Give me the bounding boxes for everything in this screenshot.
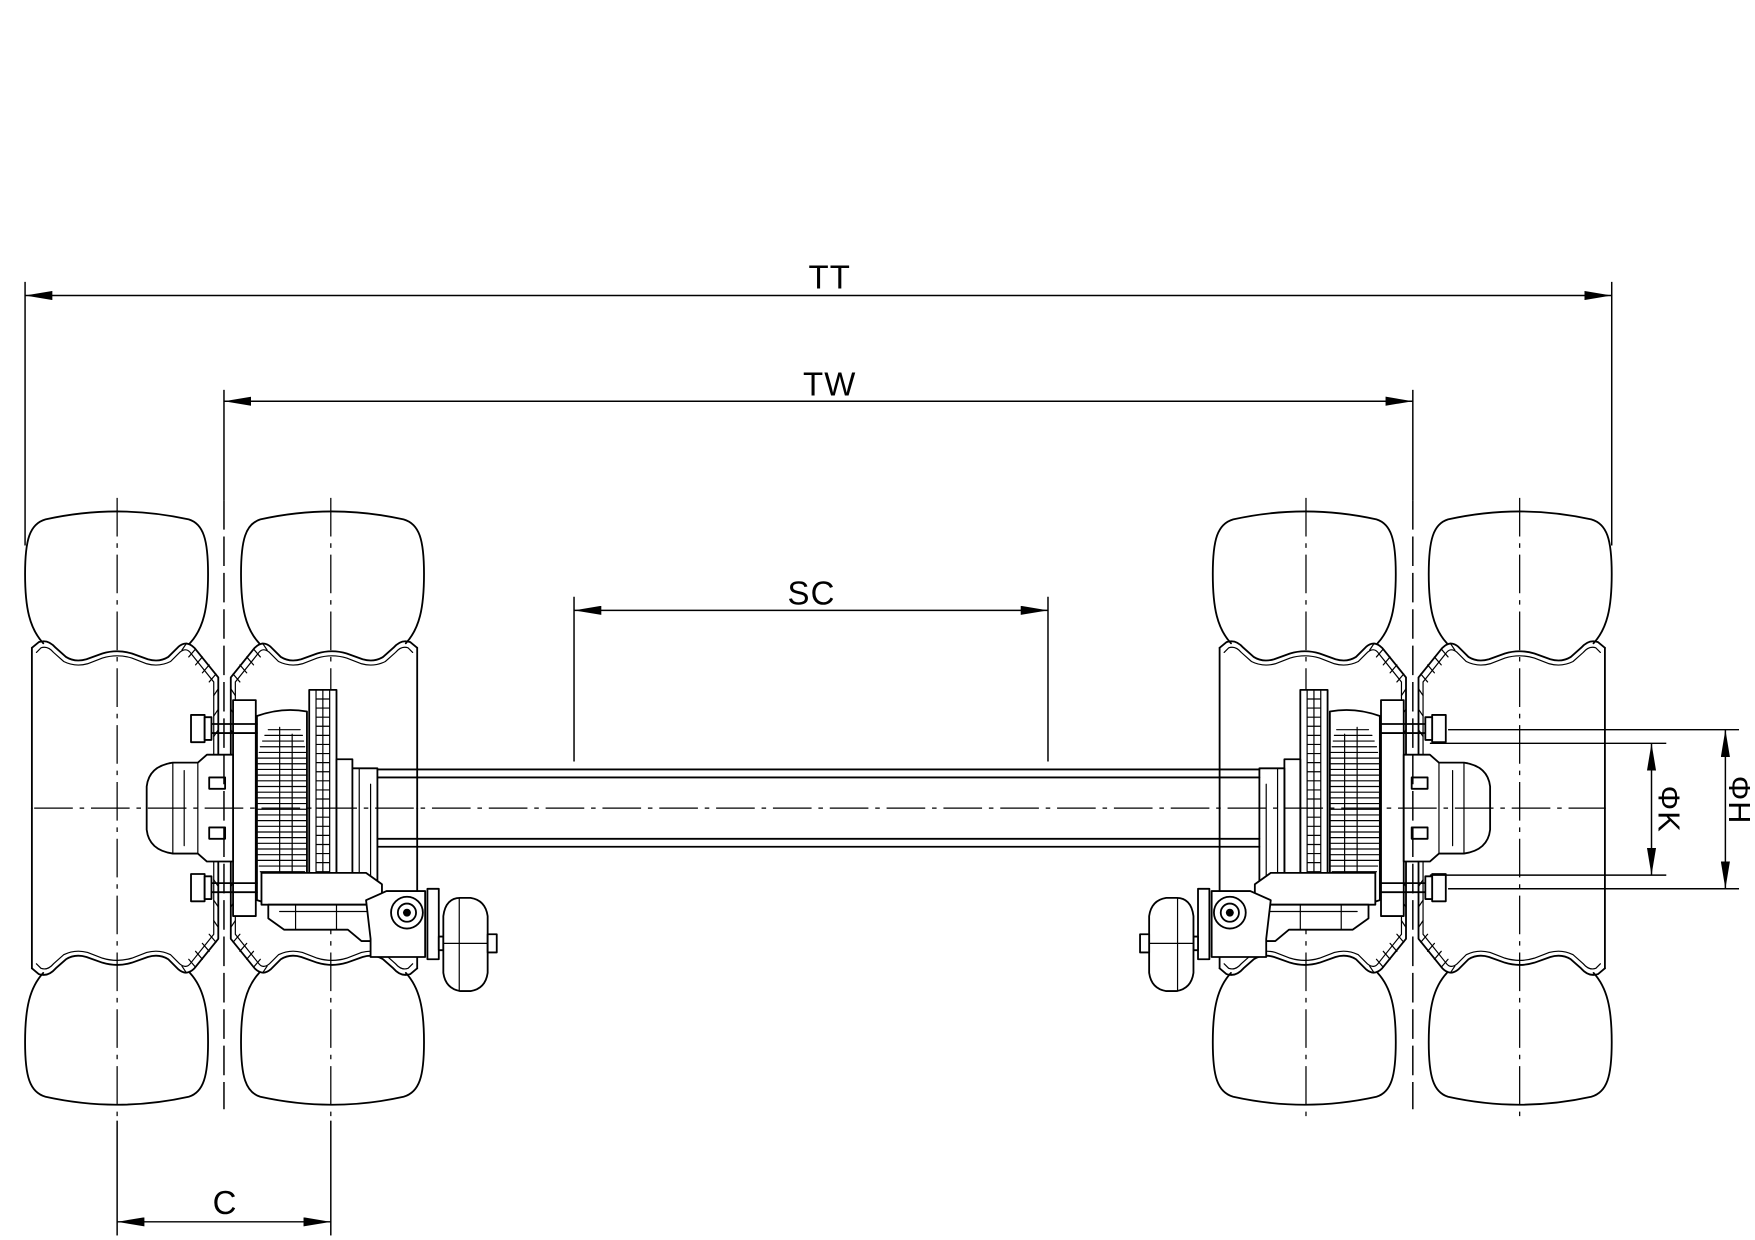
dimension-phi-k: ΦK — [1429, 742, 1686, 876]
hub-cap-bolt-lower — [208, 826, 227, 840]
tt-label: TT — [808, 259, 851, 296]
tw-label: TW — [803, 366, 857, 403]
brake-chamber-stud — [486, 933, 498, 954]
right-wheel-assembly — [1140, 498, 1612, 1121]
sc-label: SC — [788, 575, 836, 612]
left-wheel-assembly — [24, 497, 498, 1121]
brake-chamber — [442, 896, 489, 992]
stud-washer — [203, 875, 213, 900]
hub-fins — [257, 726, 308, 892]
c-label: C — [213, 1184, 238, 1221]
hub-cap-bolt-upper — [208, 776, 227, 790]
dimension-phi-h: ΦH — [1448, 728, 1755, 890]
stud-nut — [190, 713, 206, 744]
brake-chamber-clamp — [442, 897, 489, 992]
slack-adjuster — [426, 887, 440, 961]
axle-bracket-plate — [335, 758, 354, 883]
dimension-tt: TT — [24, 259, 1613, 546]
dimension-c: C — [116, 1120, 332, 1236]
wheel-stud-lower — [190, 873, 258, 903]
axle-tube — [376, 768, 1261, 848]
wheel-stud-upper — [190, 713, 258, 744]
stud-washer — [203, 716, 213, 741]
brake-spider — [260, 871, 383, 906]
phi-k-label: ΦK — [1651, 786, 1686, 833]
stud-nut — [190, 873, 206, 903]
camshaft-center — [402, 908, 411, 917]
phi-h-label: ΦH — [1722, 776, 1755, 825]
dimension-sc: SC — [573, 575, 1049, 762]
dimension-tw: TW — [223, 366, 1414, 1110]
